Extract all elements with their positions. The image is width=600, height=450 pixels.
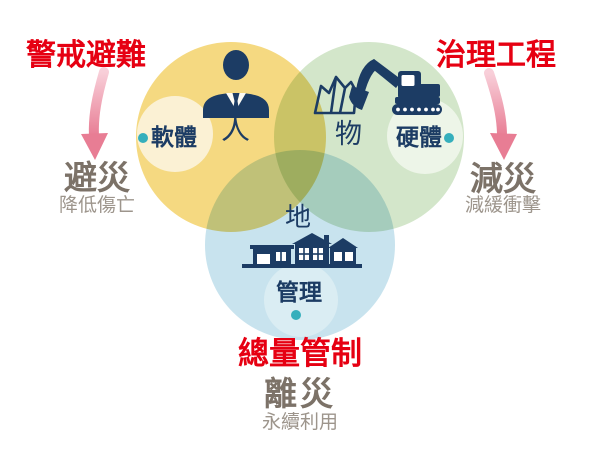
hardware-bullet-dot bbox=[444, 133, 454, 143]
leave-disaster-result: 離災 bbox=[264, 375, 336, 412]
hardware-label: 硬體 bbox=[396, 124, 442, 150]
excavator-icon bbox=[313, 59, 442, 115]
left-arrow bbox=[81, 67, 109, 160]
right-arrow bbox=[484, 68, 517, 160]
buildings-icon bbox=[242, 233, 362, 268]
engineering-title: 治理工程 bbox=[436, 39, 556, 72]
management-highlight-disc bbox=[264, 263, 338, 337]
management-bullet-dot bbox=[291, 310, 301, 320]
warning-evacuation-title: 警戒避難 bbox=[26, 39, 146, 72]
land-label: 地 bbox=[285, 202, 312, 232]
software-bullet-dot bbox=[138, 133, 148, 143]
sustainable-use-note: 永續利用 bbox=[261, 412, 338, 433]
management-label: 管理 bbox=[276, 279, 322, 305]
reduce-disaster-result: 減災 bbox=[470, 160, 536, 197]
person-icon bbox=[203, 50, 269, 118]
total-control-title: 總量管制 bbox=[238, 336, 362, 371]
software-highlight-disc bbox=[137, 96, 213, 172]
reduce-casualties-note: 降低傷亡 bbox=[58, 195, 135, 216]
objects-label: 物 bbox=[335, 119, 362, 149]
mitigate-impact-note: 減緩衝擊 bbox=[464, 195, 541, 216]
software-label: 軟體 bbox=[151, 124, 197, 150]
avoid-disaster-result: 避災 bbox=[64, 159, 130, 196]
people-label: 人 bbox=[221, 114, 251, 146]
